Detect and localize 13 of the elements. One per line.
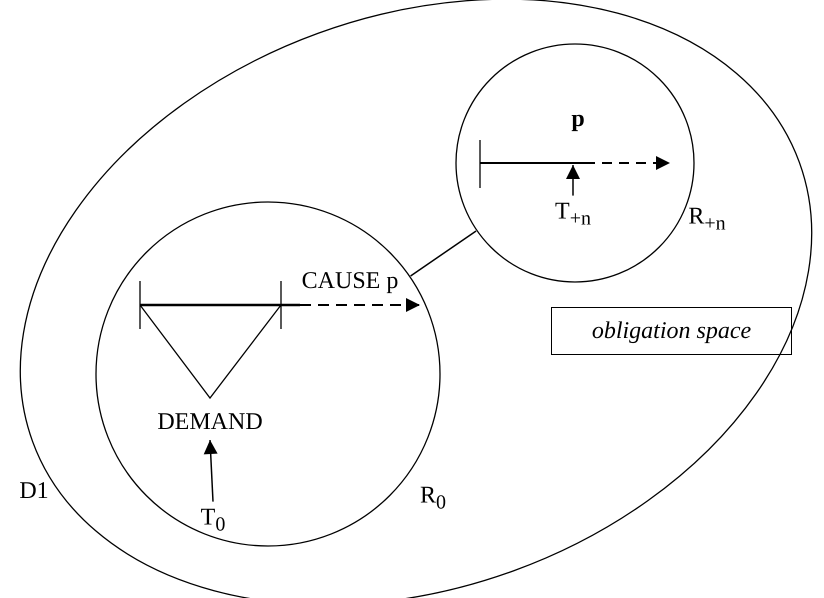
term-label: T$_{0}$	[200, 506, 226, 534]
arrow	[566, 165, 580, 196]
connector-line	[410, 230, 477, 277]
region-label: R$_{+n}$	[688, 204, 726, 234]
term-label: T$_{+n}$	[555, 200, 591, 228]
region-label: D1	[19, 479, 49, 503]
formula-label: p	[571, 107, 585, 131]
formula-label: CAUSE p	[302, 269, 398, 293]
obligation-box	[551, 307, 792, 355]
arrow	[204, 440, 218, 502]
region-label: R$_{0}$	[420, 484, 446, 512]
term-label: DEMAND	[157, 410, 263, 434]
box-text: obligation space	[592, 319, 752, 343]
